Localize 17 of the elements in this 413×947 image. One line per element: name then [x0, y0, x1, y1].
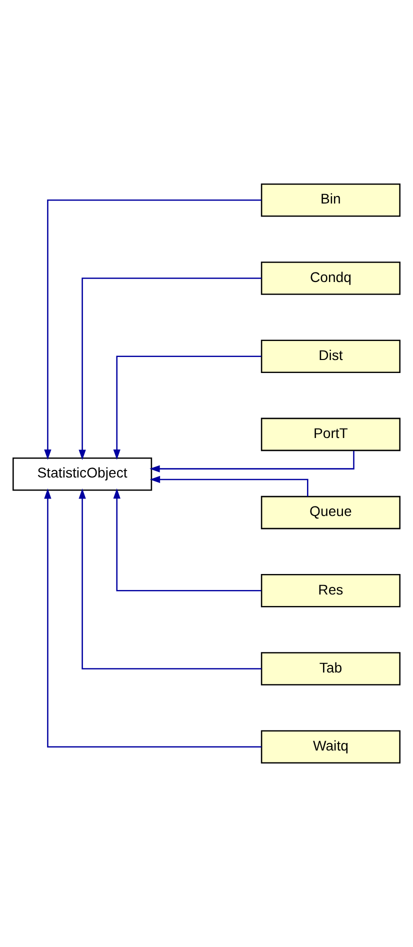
arrow — [150, 450, 354, 472]
node-box: Dist — [260, 340, 400, 373]
node-box: Condq — [260, 262, 400, 295]
arrow — [78, 278, 262, 460]
node-box: Tab — [260, 652, 400, 686]
arrow — [113, 488, 262, 592]
arrow — [78, 488, 262, 670]
arrow — [44, 199, 262, 460]
node-box: Bin — [260, 183, 400, 217]
node-box: Queue — [260, 496, 400, 530]
arrow — [150, 476, 308, 496]
arrow — [113, 356, 262, 460]
node-box: PortT — [260, 418, 400, 452]
arrow — [44, 488, 262, 748]
node-box: Waitq — [260, 730, 400, 764]
node-box: StatisticObject — [12, 458, 152, 491]
node-box: Res — [260, 574, 400, 608]
